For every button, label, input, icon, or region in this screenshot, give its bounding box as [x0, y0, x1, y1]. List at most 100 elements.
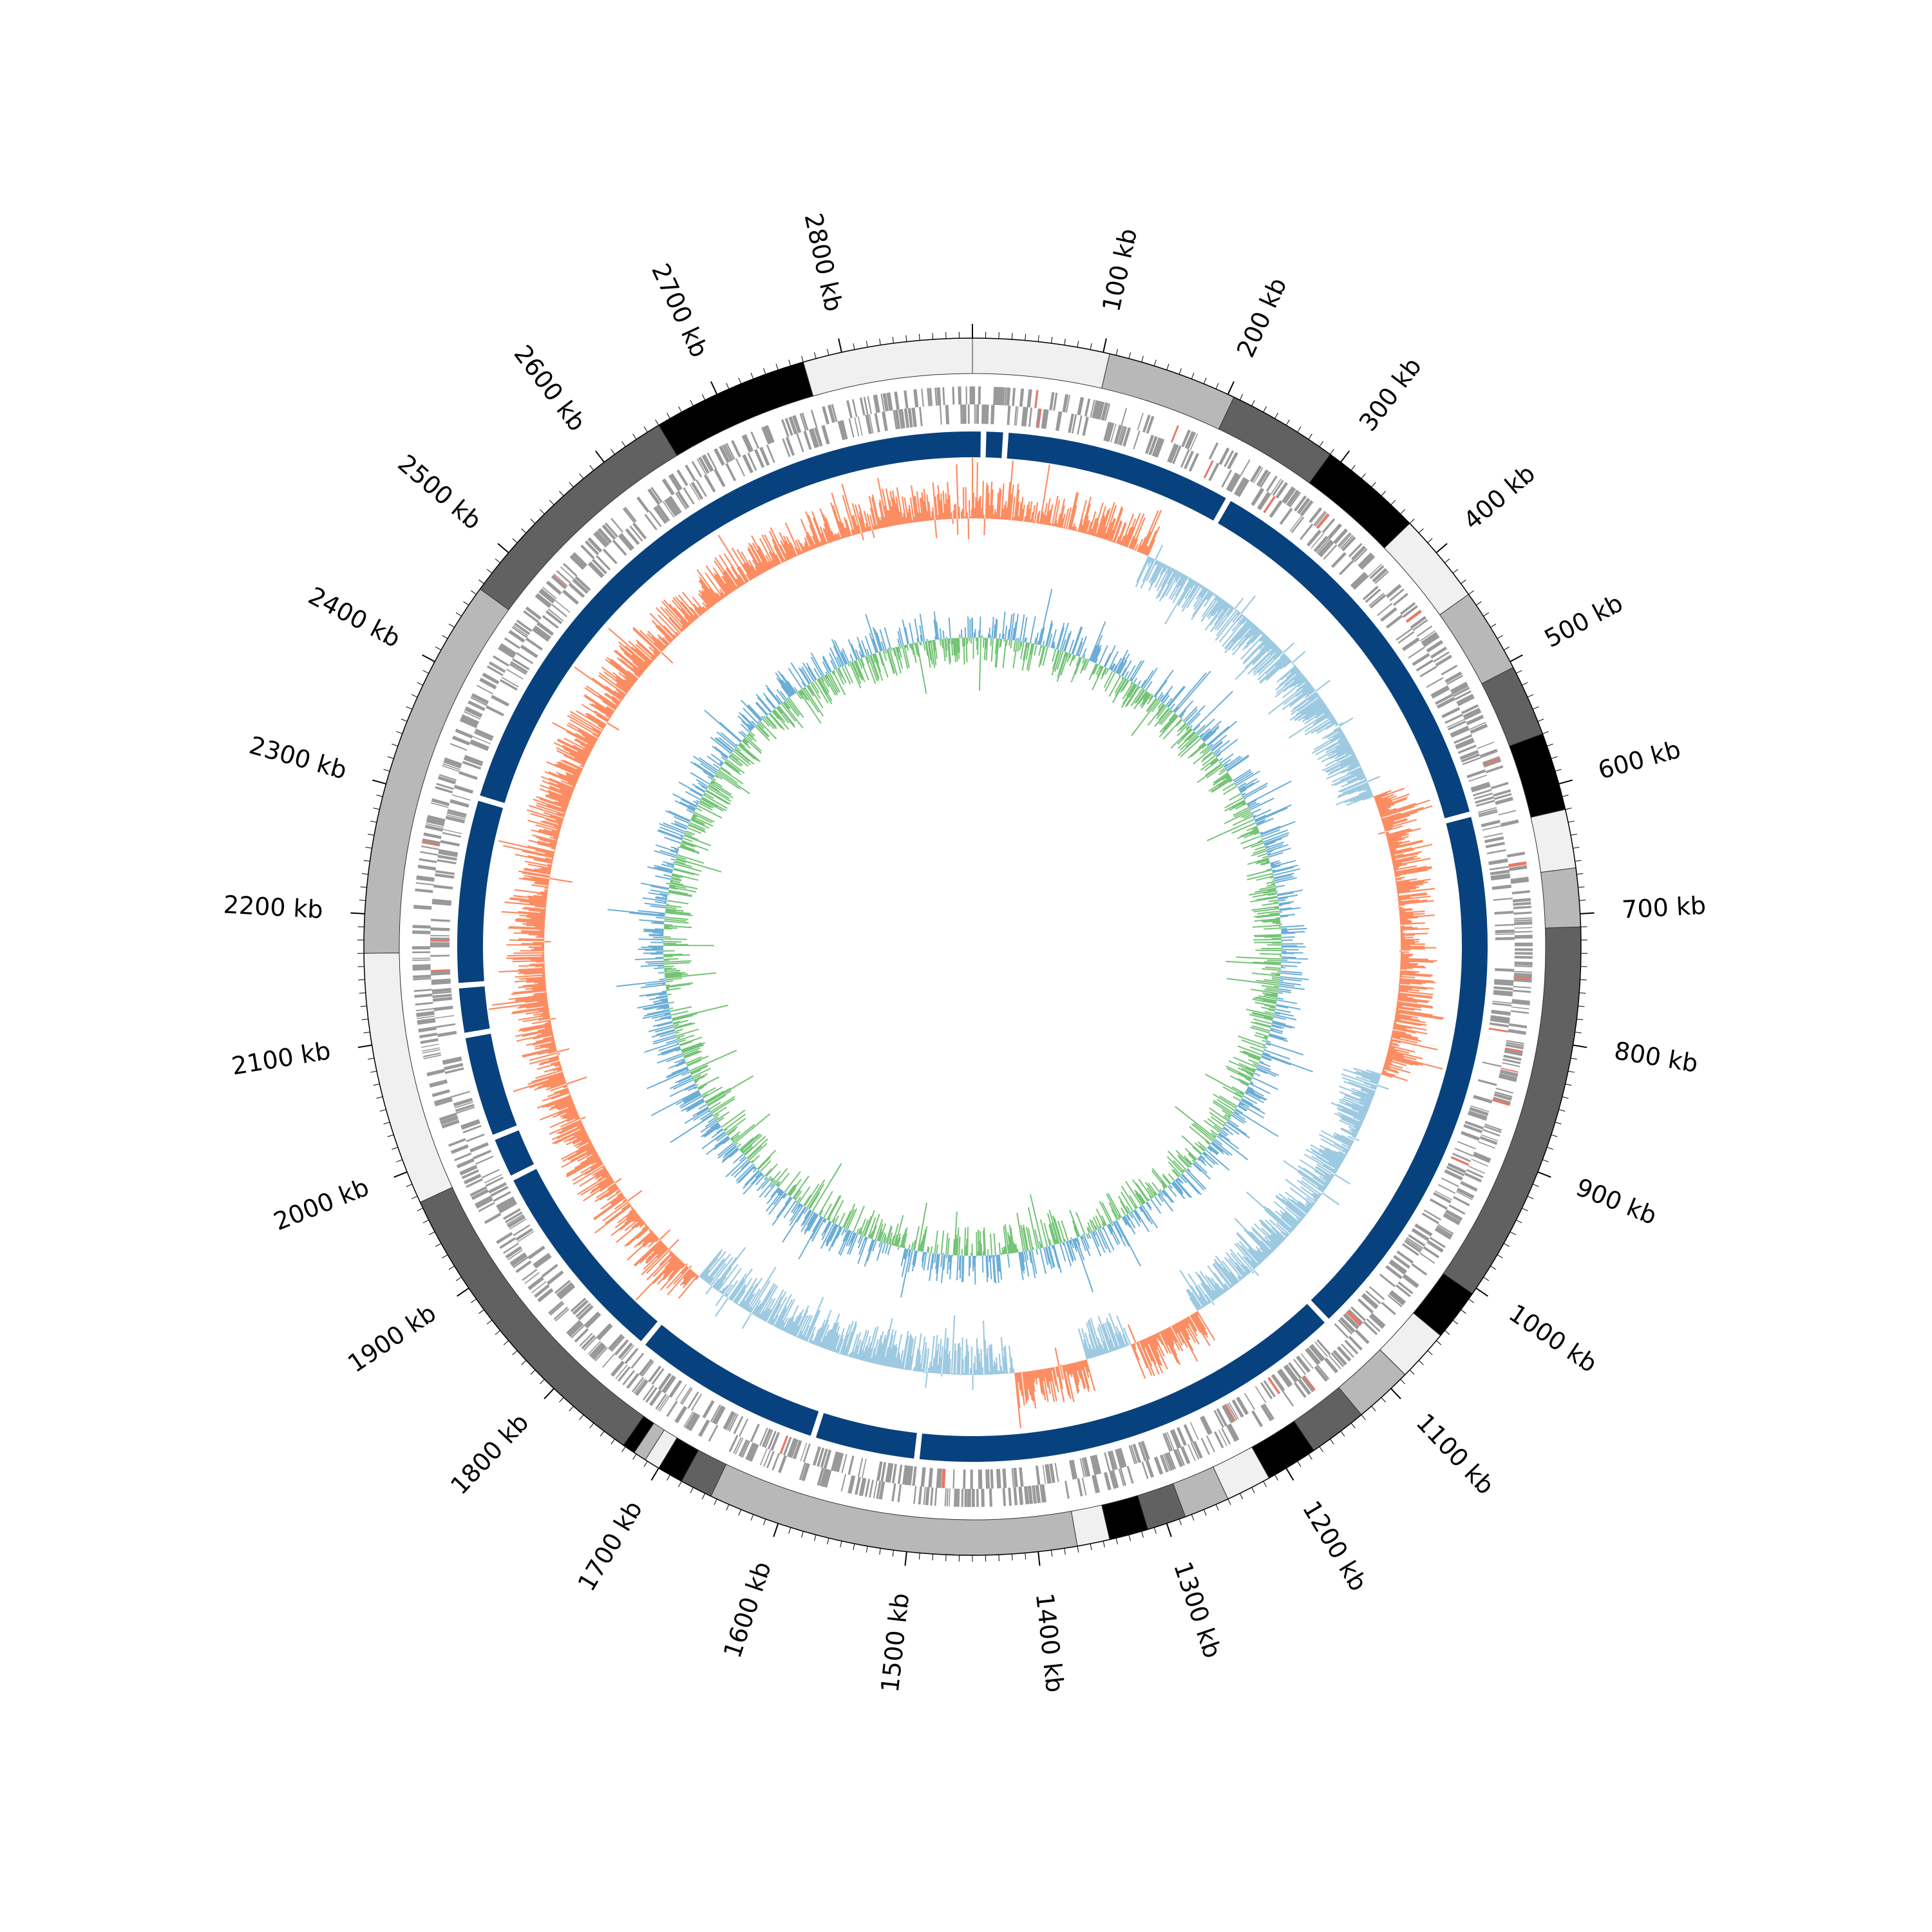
gene-feature — [759, 1427, 768, 1446]
gene-feature — [1041, 1484, 1047, 1502]
minor-tick — [1547, 1146, 1553, 1150]
minor-tick — [1555, 1122, 1562, 1124]
gene-feature — [642, 1385, 655, 1401]
gene-feature — [708, 1425, 719, 1442]
minor-tick — [643, 1461, 648, 1467]
gene-feature — [1162, 1433, 1171, 1452]
gene-feature — [1468, 1165, 1485, 1174]
gene-feature — [1441, 706, 1460, 718]
minor-tick — [387, 1134, 394, 1137]
gene-feature — [1434, 1229, 1451, 1240]
assembly-segment — [972, 431, 981, 458]
gene-feature — [533, 1253, 551, 1267]
position-label: 500 kb — [1540, 589, 1627, 653]
gene-feature — [974, 404, 976, 424]
gene-feature — [1484, 1125, 1502, 1133]
gene-feature — [1126, 1466, 1134, 1484]
position-label: 1200 kb — [1297, 1496, 1373, 1596]
gene-feature — [426, 818, 445, 825]
minor-tick — [775, 363, 779, 370]
gene-feature — [1352, 574, 1369, 590]
gene-feature — [763, 1450, 772, 1467]
minor-tick — [1567, 1070, 1575, 1073]
gene-feature — [1492, 886, 1512, 890]
gc-content-negative — [699, 544, 1389, 1390]
gene-feature — [1023, 1486, 1030, 1505]
gene-feature — [1490, 1018, 1510, 1024]
position-label: 2700 kb — [646, 259, 714, 361]
gene-feature — [1482, 1128, 1501, 1137]
gene-feature — [1049, 1463, 1056, 1483]
gene-feature — [1396, 628, 1412, 641]
position-label: 1300 kb — [1168, 1558, 1227, 1662]
minor-tick — [827, 1538, 829, 1545]
gene-feature — [714, 448, 725, 466]
gene-feature — [1414, 1223, 1433, 1237]
gene-feature — [502, 1208, 521, 1220]
contig-band — [1540, 867, 1582, 929]
gene-feature — [857, 1457, 864, 1477]
gene-feature — [1006, 387, 1011, 406]
minor-tick — [763, 1519, 766, 1526]
gene-feature — [923, 1486, 926, 1505]
gene-feature — [1455, 739, 1475, 750]
gene-feature — [1514, 931, 1533, 933]
gene-feature — [562, 589, 579, 605]
gene-feature — [885, 1463, 890, 1482]
gene-feature — [829, 404, 836, 422]
gene-feature — [1298, 1378, 1311, 1396]
gene-feature — [436, 1023, 456, 1028]
gene-feature — [1441, 1177, 1459, 1188]
gene-feature — [1035, 1465, 1041, 1485]
gene-feature — [463, 711, 481, 720]
gene-feature — [1222, 1405, 1233, 1424]
gene-feature — [1466, 1169, 1484, 1179]
gene-feature — [427, 815, 446, 821]
gene-feature — [1213, 1410, 1224, 1428]
gene-feature — [1508, 861, 1527, 867]
gene-feature — [1435, 693, 1454, 705]
gene-feature — [527, 1245, 545, 1260]
gene-feature — [1493, 793, 1512, 800]
minor-tick — [1115, 1538, 1118, 1545]
gene-feature — [481, 1169, 500, 1179]
gene-feature — [784, 417, 793, 436]
contig-band — [419, 1187, 645, 1446]
gene-feature — [1023, 406, 1028, 427]
gene-feature — [1348, 543, 1363, 558]
gene-feature — [1112, 1470, 1119, 1488]
gene-feature — [1513, 989, 1531, 993]
gene-feature — [1228, 1423, 1240, 1441]
gene-feature — [1500, 819, 1519, 827]
gene-feature — [456, 1106, 475, 1114]
gene-feature — [1510, 1010, 1530, 1014]
major-tick — [1037, 1551, 1041, 1566]
major-tick — [497, 543, 509, 553]
gene-feature — [1459, 750, 1479, 760]
gene-feature — [905, 1465, 910, 1485]
gene-feature — [1437, 1224, 1454, 1235]
gene-feature — [668, 474, 681, 491]
gene-feature — [592, 1345, 607, 1360]
gene-feature — [1434, 1190, 1452, 1200]
gene-feature — [556, 570, 571, 584]
gene-feature — [1502, 1058, 1521, 1065]
gene-feature — [1226, 472, 1238, 491]
gene-feature — [1470, 1105, 1490, 1112]
gene-feature — [970, 1469, 973, 1489]
gene-feature — [1289, 491, 1302, 507]
gene-feature — [1350, 572, 1367, 588]
major-tick — [1340, 450, 1350, 463]
gene-feature — [509, 1252, 527, 1265]
minor-tick — [1308, 1454, 1312, 1460]
gene-feature — [1508, 1028, 1526, 1035]
gene-feature — [1392, 592, 1408, 606]
gene-feature — [1263, 1403, 1275, 1420]
minor-tick — [1381, 491, 1386, 497]
gene-feature — [1283, 487, 1296, 504]
contig-band — [1439, 594, 1514, 685]
minor-tick — [589, 1423, 594, 1428]
minor-tick — [814, 352, 817, 359]
minor-tick — [1444, 1330, 1450, 1335]
gene-feature — [511, 1254, 527, 1267]
